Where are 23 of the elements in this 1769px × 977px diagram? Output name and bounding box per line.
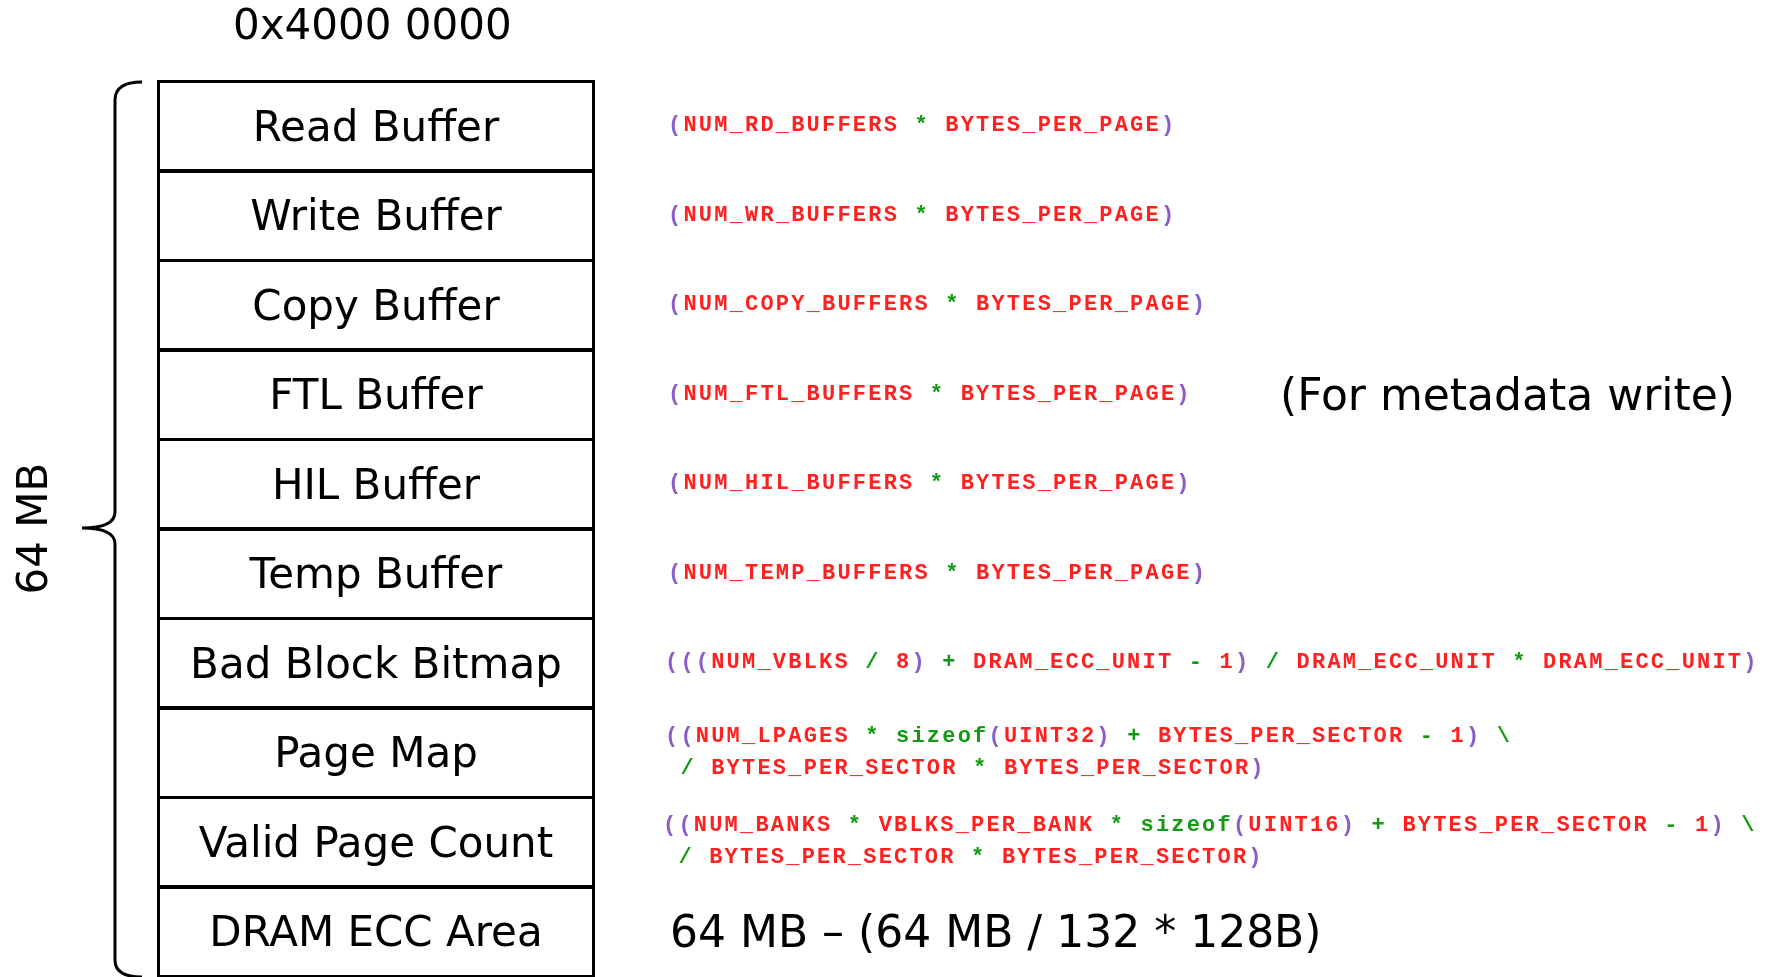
region-name: Temp Buffer xyxy=(249,549,503,598)
size-expression: (((NUM_VBLKS / 8) + DRAM_ECC_UNIT - 1) / DRAM_ECC_UNIT * DRAM_ECC_UNIT) xyxy=(665,649,1759,677)
region-name: Bad Block Bitmap xyxy=(190,638,562,688)
size-expression: (NUM_COPY_BUFFERS * BYTES_PER_PAGE) xyxy=(668,291,1208,319)
size-expression: 64 MB – (64 MB / 132 * 128B) xyxy=(670,906,1322,957)
region-name: Copy Buffer xyxy=(252,280,500,330)
region-name: Read Buffer xyxy=(252,101,500,151)
note-text: (For metadata write) xyxy=(1280,369,1735,420)
region-name: DRAM ECC Area xyxy=(209,907,543,956)
size-expression: (NUM_HIL_BUFFERS * BYTES_PER_PAGE) xyxy=(668,470,1192,498)
region-name: Write Buffer xyxy=(250,191,502,240)
region-name: Page Map xyxy=(274,728,478,777)
region-name: HIL Buffer xyxy=(271,459,481,509)
size-expression: (NUM_TEMP_BUFFERS * BYTES_PER_PAGE) xyxy=(668,559,1208,588)
size-expression: (NUM_FTL_BUFFERS * BYTES_PER_PAGE) xyxy=(668,380,1192,409)
address-label: 0x4000 0000 xyxy=(233,0,512,49)
region-name: FTL Buffer xyxy=(269,370,483,419)
size-expression: ((NUM_BANKS * VBLKS_PER_BANK * sizeof(UINT16) + BYTES_PER_SECTOR - 1) \ / BYTES_PER_SECTOR * BYTES_PER_SECTOR) xyxy=(663,812,1757,872)
region-name: Valid Page Count xyxy=(198,817,554,867)
size-label: 64 MB xyxy=(8,462,58,594)
size-expression: ((NUM_LPAGES * sizeof(UINT32) + BYTES_PER_SECTOR - 1) \ / BYTES_PER_SECTOR * BYTES_PER_SECTOR) xyxy=(665,722,1513,783)
size-expression: (NUM_RD_BUFFERS * BYTES_PER_PAGE) xyxy=(668,112,1177,140)
size-expression: (NUM_WR_BUFFERS * BYTES_PER_PAGE) xyxy=(668,201,1177,230)
